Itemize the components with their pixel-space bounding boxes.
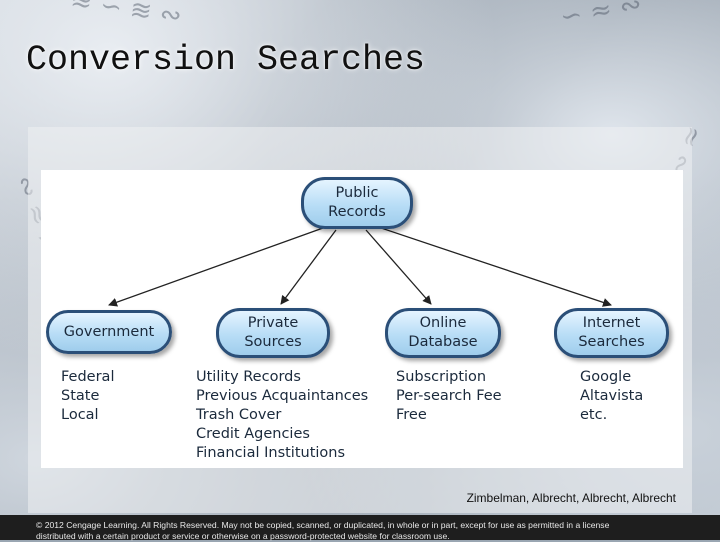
internet-searches-list: Google Altavista etc. xyxy=(580,368,643,425)
list-item: Trash Cover xyxy=(196,407,282,423)
diagram-connectors xyxy=(108,227,612,307)
list-item: State xyxy=(61,388,100,404)
list-item: Credit Agencies xyxy=(196,426,310,442)
connector-arrow-online-database xyxy=(365,229,432,305)
list-item: Altavista xyxy=(580,388,644,404)
connector-arrow-internet-searches xyxy=(380,227,612,307)
list-item: etc. xyxy=(580,407,608,423)
list-item: Federal xyxy=(61,369,115,385)
slide-title: Conversion Searches xyxy=(26,40,426,80)
background-texture-glyphs: ∽ ≈ ∾ xyxy=(558,0,644,33)
node-public-records: Public Records xyxy=(301,177,413,229)
list-item: Google xyxy=(580,369,632,385)
private-sources-list: Utility Records Previous Acquaintances T… xyxy=(196,368,368,463)
list-item: Utility Records xyxy=(196,369,301,385)
government-list: Federal State Local xyxy=(61,368,114,425)
source-credit: Zimbelman, Albrecht, Albrecht, Albrecht xyxy=(466,491,676,505)
connector-arrow-private-sources xyxy=(280,229,337,305)
list-item: Local xyxy=(61,407,99,423)
copyright-line-2: distributed with a certain product or se… xyxy=(36,531,450,541)
background-texture-glyphs: ≈ ∽ ≋ ∾ xyxy=(68,0,184,32)
node-private-sources: Private Sources xyxy=(216,308,330,358)
copyright-footer: © 2012 Cengage Learning. All Rights Rese… xyxy=(0,515,720,541)
list-item: Free xyxy=(396,407,427,423)
list-item: Previous Acquaintances xyxy=(196,388,369,404)
node-internet-searches: Internet Searches xyxy=(554,308,669,358)
online-database-list: Subscription Per-search Fee Free xyxy=(396,368,502,425)
node-government: Government xyxy=(46,310,172,354)
list-item: Per-search Fee xyxy=(396,388,502,404)
node-online-database: Online Database xyxy=(385,308,501,358)
connector-arrow-government xyxy=(108,227,324,307)
copyright-line-1: © 2012 Cengage Learning. All Rights Rese… xyxy=(36,520,610,530)
list-item: Subscription xyxy=(396,369,487,385)
hierarchy-diagram: Public Records Government Private Source… xyxy=(41,170,683,468)
list-item: Financial Institutions xyxy=(196,445,346,461)
